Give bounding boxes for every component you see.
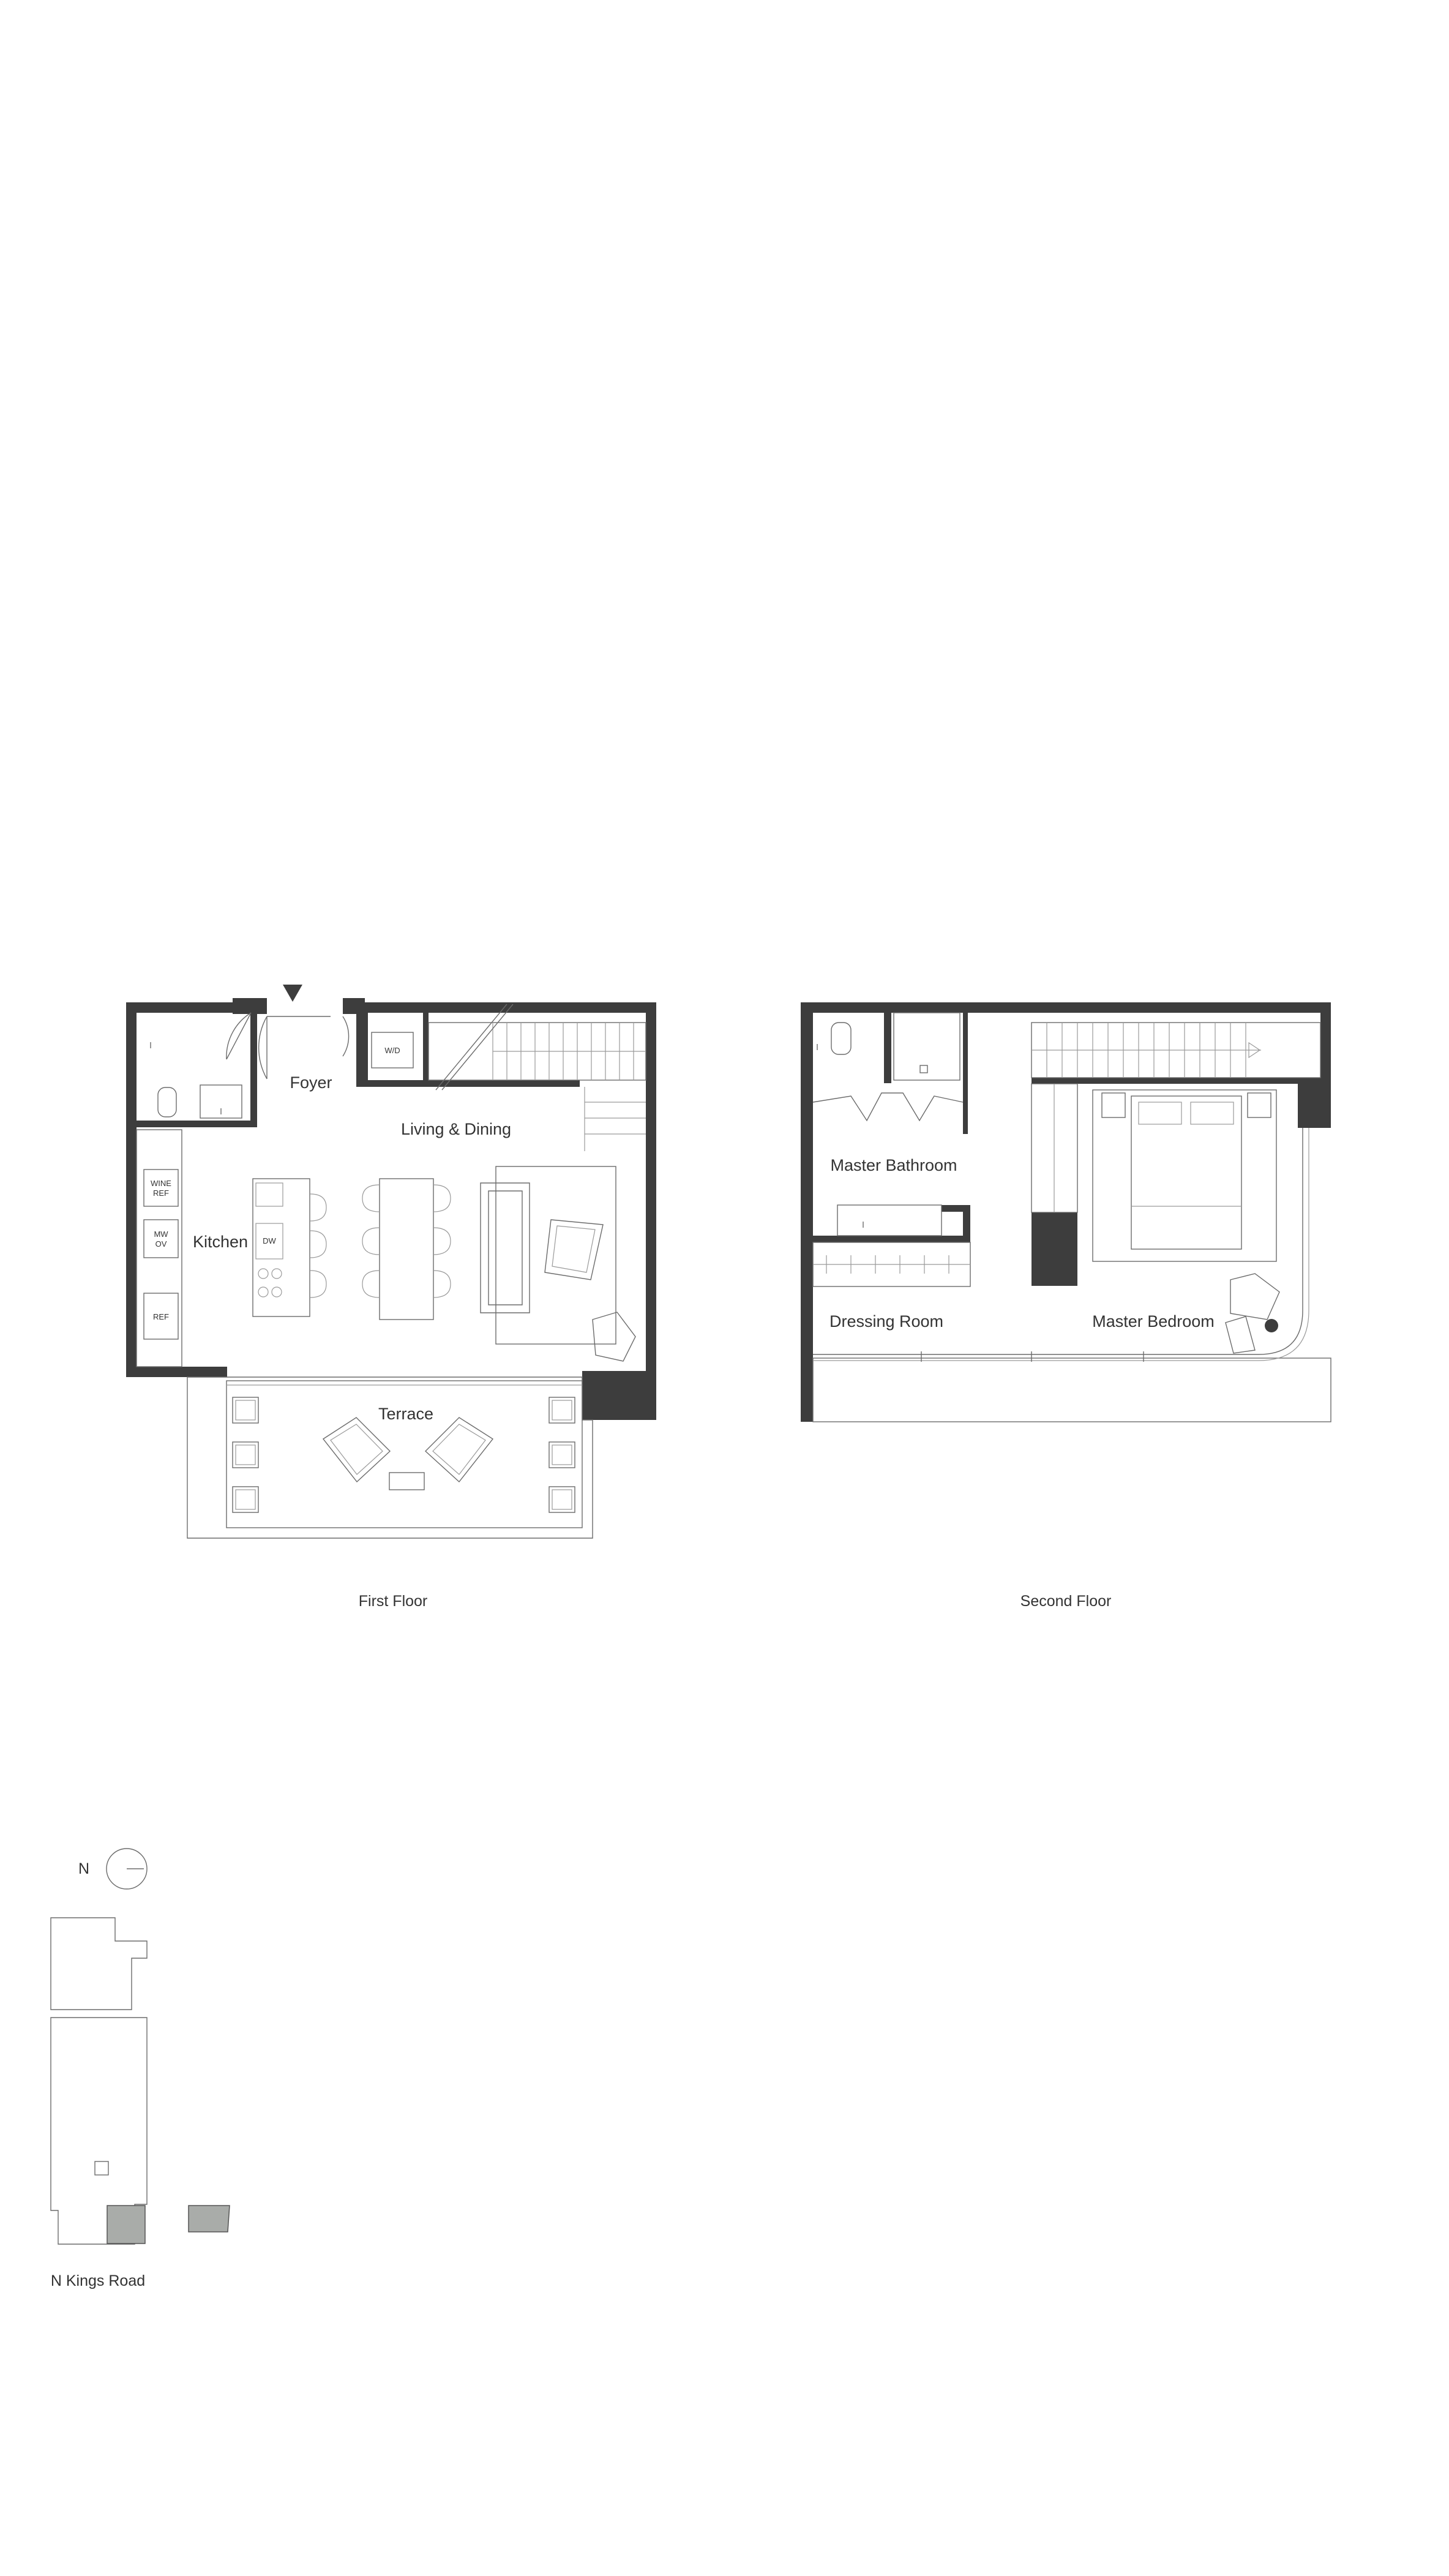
room-master-bedroom: Master Bedroom [1092,1312,1215,1331]
wine-ref [143,1169,179,1207]
powder-room-wall-south [137,1121,257,1127]
sofa-icon [480,1182,530,1313]
wall-north-upper [801,1002,1331,1013]
kitchen-island: DW [252,1178,327,1317]
room-kitchen: Kitchen [193,1233,248,1251]
sink-icon [200,1084,242,1119]
stair-wall [423,1013,429,1080]
bedroom-lounge-chair-icon [1230,1273,1280,1320]
room-terrace: Terrace [378,1405,433,1423]
wine-ref-label-2: REF [153,1188,169,1198]
foyer-wall-east [356,1013,363,1086]
curved-glass-wall [813,1128,1303,1355]
powder-room-wall-east [250,1013,257,1126]
coffee-table-icon [544,1219,604,1280]
bed [1092,1089,1277,1262]
entry-arrow-icon [283,985,302,1002]
closet-door-swing [342,1016,350,1057]
closet-column [1032,1212,1077,1286]
street-label: N Kings Road [51,2272,145,2289]
lounge-chair-left-icon [322,1417,391,1483]
building-outline-north [50,1917,148,2010]
ref-label: REF [153,1312,169,1321]
entry-door-swing [258,1016,331,1080]
wall-north-left [126,1002,267,1013]
stair-landing-wall [1032,1078,1320,1084]
refrigerator [143,1293,179,1340]
armchair-icon [592,1312,636,1362]
bathroom-wall-east-lower [963,1206,970,1241]
closet-wall [362,1013,368,1080]
unit-highlight-left [107,2205,146,2244]
dw-label: DW [263,1236,276,1245]
toilet-upper-icon [831,1022,852,1055]
bathroom-wall-south-right [942,1205,970,1212]
room-master-bathroom: Master Bathroom [830,1156,957,1174]
microwave-oven [143,1219,179,1258]
unit-highlight-right [188,2205,230,2232]
wall-west-upper [801,1002,813,1422]
shower [893,1012,960,1081]
first-floor-plan: W/D WINE REF MW OV [126,985,656,1610]
upper-floor-edge [812,1357,1331,1422]
mw-ov-label-2: OV [155,1239,167,1249]
side-table-icon [389,1472,425,1490]
washer-dryer-label: W/D [384,1046,400,1055]
door-post-right [343,998,365,1014]
lounge-chair-right-icon [424,1417,494,1483]
bathtub [837,1204,942,1236]
toilet-icon [157,1087,177,1117]
key-plan-square [94,2161,109,2176]
second-floor-plan: Master Bathroom Dressing Room [801,1002,1331,1610]
bedroom-corner-column [1298,1078,1331,1128]
wall-south [126,1367,227,1377]
kitchen-counter [136,1129,182,1367]
first-floor-stair [428,1004,646,1151]
key-plan: N N Kings Road [50,1848,230,2289]
terrace-corner-column [582,1371,656,1420]
north-label: N [78,1860,89,1877]
washer-dryer [371,1032,414,1068]
vanity-partition [812,1092,964,1122]
wine-ref-label-1: WINE [151,1179,171,1188]
north-arrow-icon [106,1848,148,1890]
wall-west [126,1002,137,1377]
caption-first-floor: First Floor [359,1593,428,1610]
bathroom-wall-east [963,1013,968,1134]
room-dressing-room: Dressing Room [829,1312,943,1331]
bathroom-wall-south [813,1236,970,1242]
building-outline-south [50,2017,148,2245]
room-living-dining: Living & Dining [401,1120,511,1138]
wall-north-right [343,1002,656,1013]
floor-lamp-icon [1265,1319,1278,1332]
caption-second-floor: Second Floor [1020,1593,1112,1610]
foyer-wall-south [356,1080,580,1087]
wall-east [646,1002,656,1371]
room-foyer: Foyer [290,1073,332,1092]
terrace [187,1376,593,1539]
second-floor-stair [1031,1022,1321,1078]
bathroom-partition [884,1013,891,1083]
mw-ov-label-1: MW [154,1230,168,1239]
powder-door-swing [226,1012,252,1060]
door-post-left [233,998,267,1014]
area-rug [495,1166,616,1345]
dining-table [362,1178,451,1320]
